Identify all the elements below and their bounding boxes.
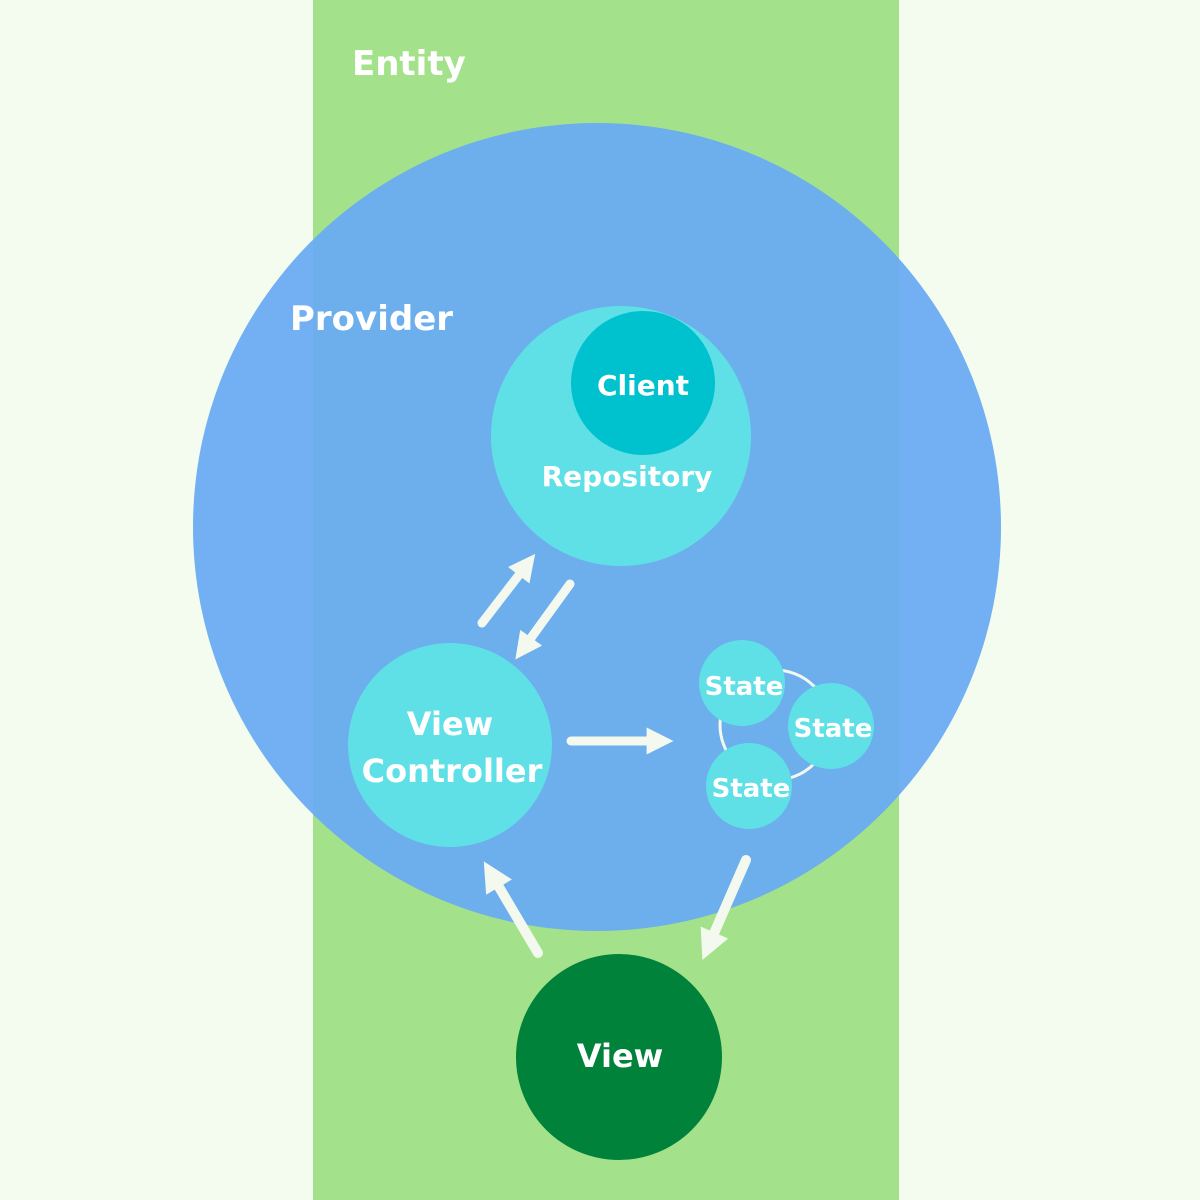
state-label-2: State xyxy=(794,714,873,744)
arrow-repository-to-vc xyxy=(515,579,575,660)
view-label: View xyxy=(577,1037,663,1075)
repository-label: Repository xyxy=(542,460,713,493)
arrow-state-to-view xyxy=(700,855,751,961)
view-controller-node xyxy=(348,643,552,847)
provider-label: Provider xyxy=(290,299,453,339)
state-node-1 xyxy=(699,640,785,726)
view-node xyxy=(516,954,722,1160)
state-label-1: State xyxy=(705,672,784,702)
state-node-3 xyxy=(706,743,792,829)
view-controller-label-line2: Controller xyxy=(362,752,543,790)
arrow-vc-to-repository xyxy=(477,553,536,628)
state-node-2 xyxy=(788,683,874,769)
client-node xyxy=(571,311,715,455)
view-controller-label-line1: View xyxy=(407,705,493,743)
entity-label: Entity xyxy=(352,44,466,84)
client-label: Client xyxy=(597,369,689,402)
arrow-view-to-vc xyxy=(483,861,543,958)
state-label-3: State xyxy=(712,774,791,804)
